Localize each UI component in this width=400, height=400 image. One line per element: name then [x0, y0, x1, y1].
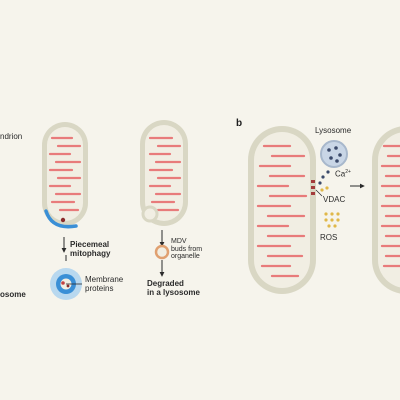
mitochondrion-1 [42, 122, 88, 229]
calcium-base: Ca [335, 169, 346, 179]
cristae-right [380, 144, 400, 268]
label-mitochondrion: ndrion [0, 132, 23, 141]
calcium-charge: 2+ [345, 169, 351, 175]
label-vdac: VDAC [323, 195, 346, 204]
label-lysosome-a: osome [0, 290, 26, 299]
budding-mdv [141, 205, 159, 223]
leader-vdac [315, 189, 323, 197]
label-degraded: Degraded in a lysosome [147, 279, 200, 297]
lysosome-b [320, 140, 348, 168]
calcium-ions [318, 170, 330, 185]
mitochondrion-right-partial [372, 126, 400, 294]
label-lysosome-b: Lysosome [315, 126, 352, 135]
ros-dots [320, 186, 340, 228]
label-piecemeal-mitophagy: Piecemeal mitophagy [70, 240, 111, 258]
panel-letter-b: b [236, 118, 243, 129]
label-mdv-buds: MDV buds from organelle [171, 238, 203, 261]
protein-dot [60, 217, 66, 223]
label-ros: ROS [320, 233, 338, 242]
mitochondrion-2 [140, 120, 188, 226]
cristae-large [256, 144, 308, 278]
phagophore-arc [44, 209, 78, 229]
label-calcium: Ca2+ [335, 169, 351, 179]
cristae-1 [48, 136, 82, 212]
mitochondrion-large [248, 126, 316, 294]
mdv-vesicle [154, 244, 170, 260]
vdac-channels [311, 180, 315, 195]
label-membrane-proteins: Membrane proteins [85, 275, 124, 293]
cristae-2 [148, 136, 182, 212]
